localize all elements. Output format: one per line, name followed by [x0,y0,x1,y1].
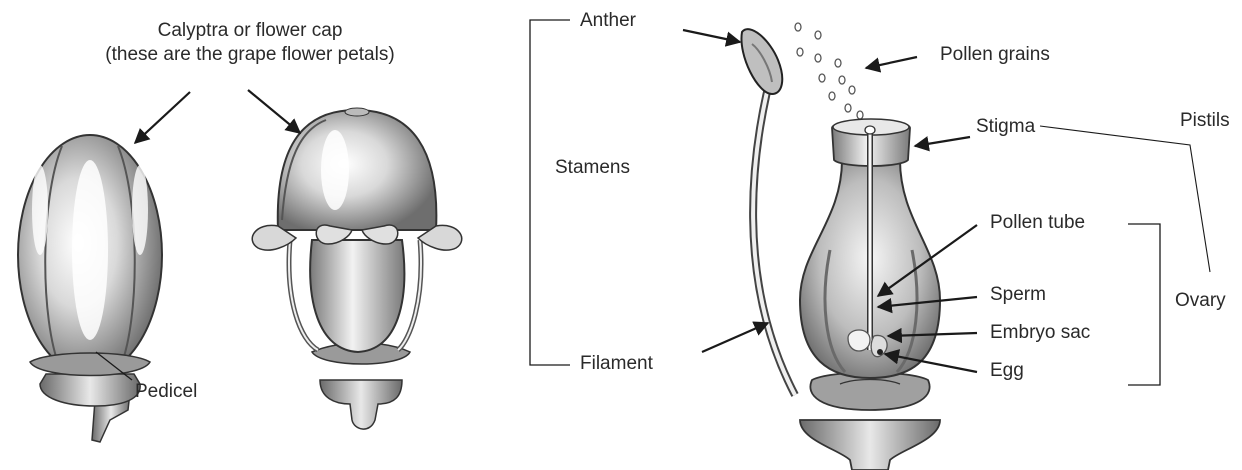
embryo-sac-shape [848,330,870,351]
pollen-grains-label: Pollen grains [940,44,1050,66]
pollen-tube-label: Pollen tube [990,212,1085,234]
calyptra-label-line2: (these are the grape flower petals) [30,44,470,66]
calyptra-label-line1: Calyptra or flower cap [60,20,440,42]
stamens-bracket [530,20,570,365]
flower-base [800,420,940,470]
anther-label: Anther [580,10,636,32]
egg-cell [877,349,883,355]
pistils-lines [1040,126,1210,272]
opening-bud-base [320,380,402,429]
stigma-label: Stigma [976,116,1035,138]
egg-label: Egg [990,360,1024,382]
calyptra-arrow-right [248,90,300,133]
flower-cross-section [741,23,940,470]
stamens-label: Stamens [555,157,630,179]
ovary-bracket [1128,224,1160,385]
opening-bud-cap [278,110,437,230]
calyptra-arrow-left [135,92,190,143]
opening-flower-bud [252,108,462,429]
pedicel-label: Pedicel [135,381,197,403]
filament-label: Filament [580,353,653,375]
anther-shape [741,29,782,94]
bud-receptacle [40,374,140,406]
pistils-label: Pistils [1180,110,1230,132]
sperm-label: Sperm [990,284,1046,306]
embryo-sac-label: Embryo sac [990,322,1090,344]
ovary-label: Ovary [1175,290,1226,312]
